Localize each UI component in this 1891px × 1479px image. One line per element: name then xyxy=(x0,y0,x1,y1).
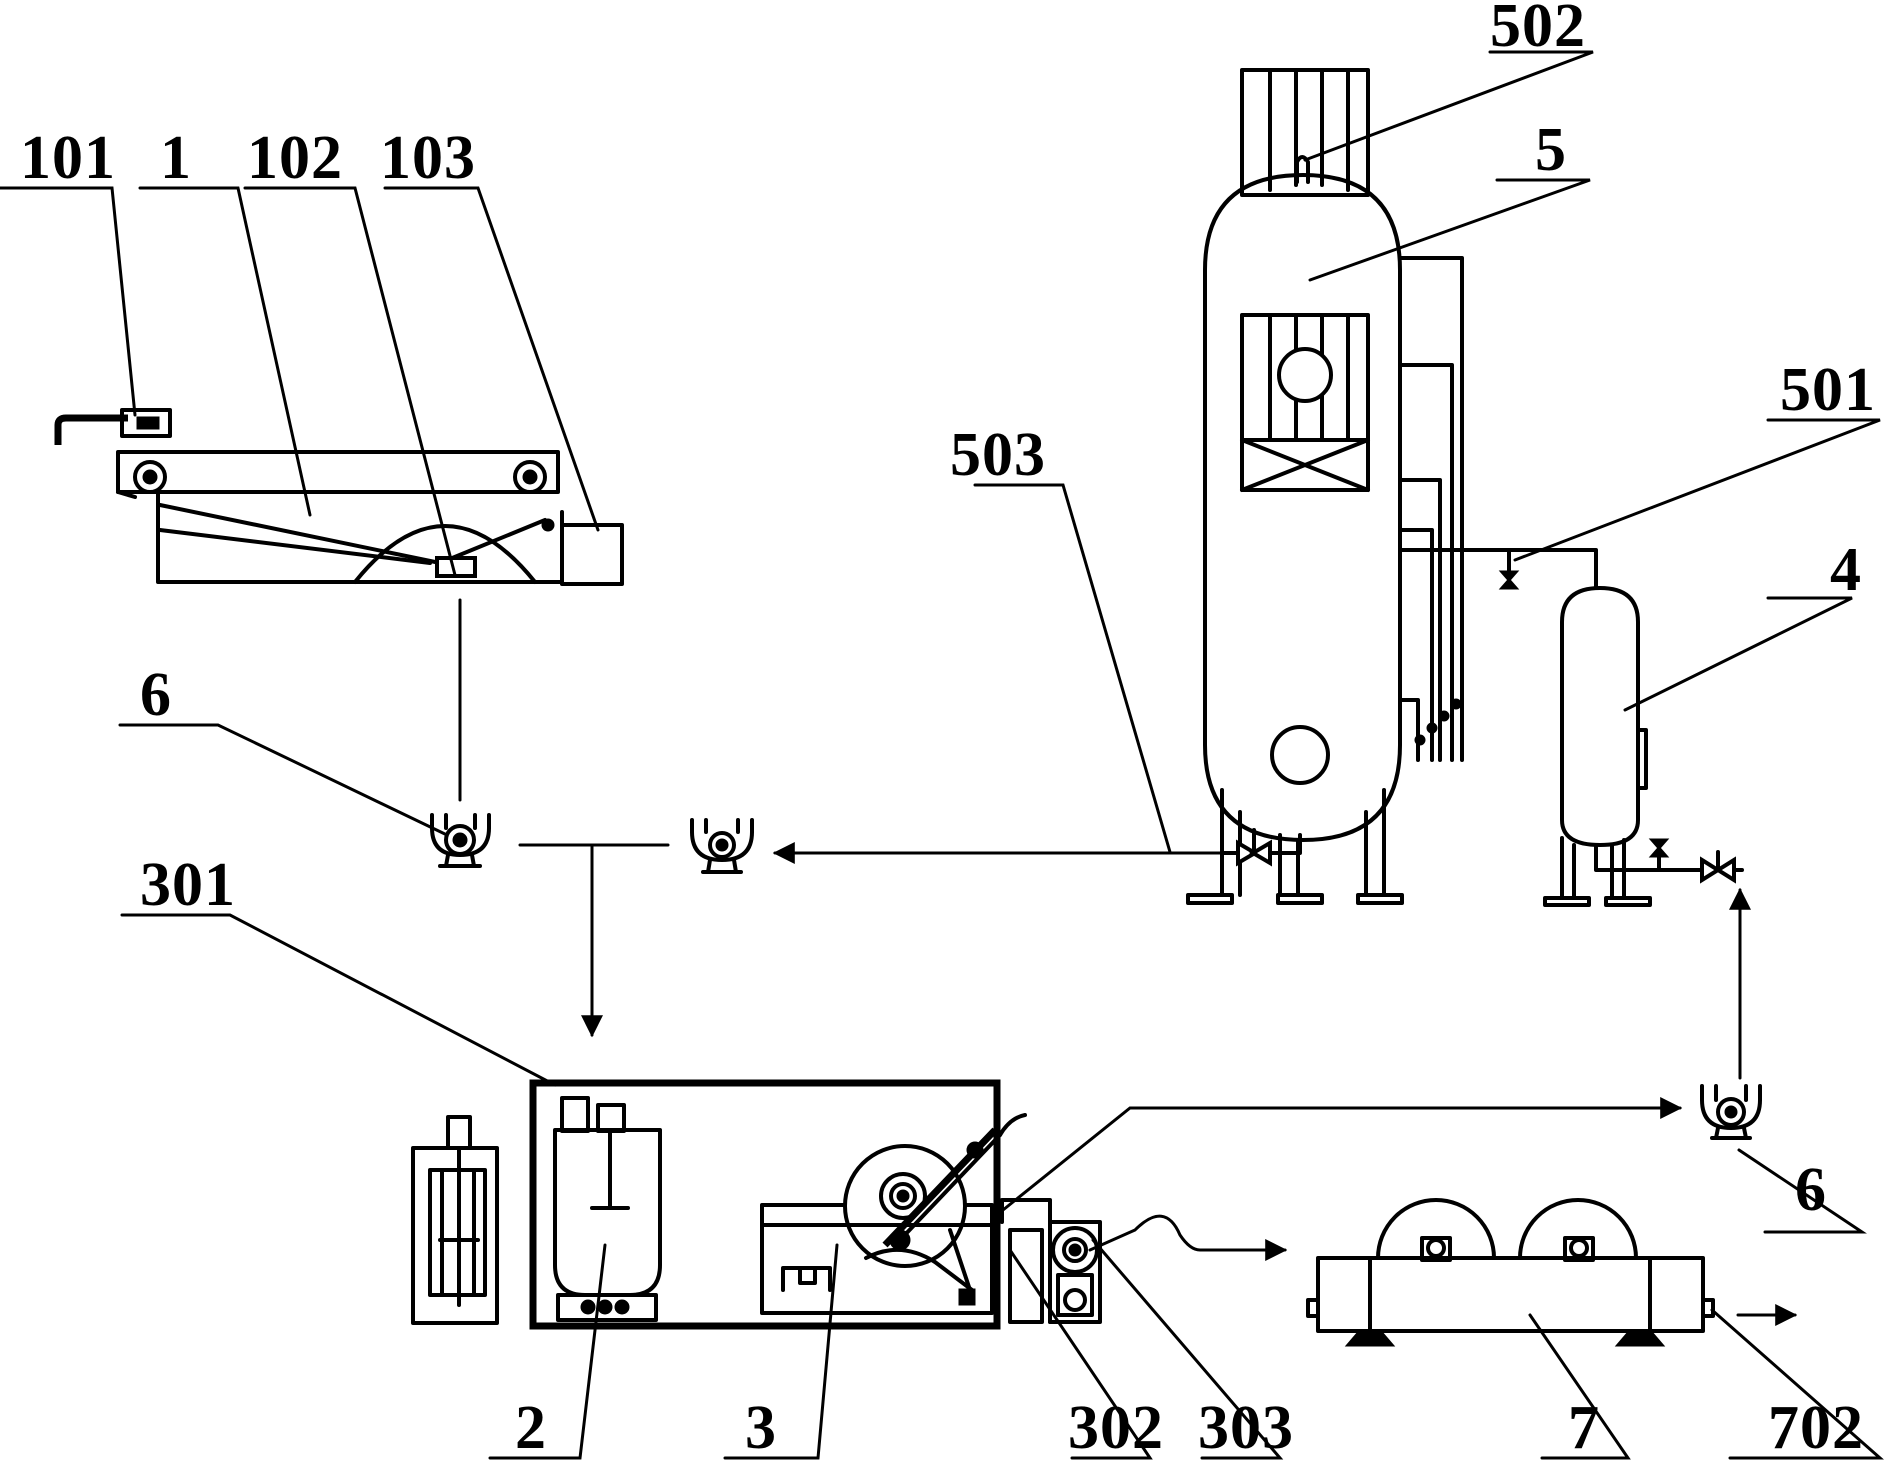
label-301: 301 xyxy=(140,851,236,919)
label-702: 702 xyxy=(1768,1394,1864,1462)
leader-lines xyxy=(0,50,1884,1460)
label-103: 103 xyxy=(380,124,476,192)
vessel-4 xyxy=(1543,586,1744,907)
vessel-5 xyxy=(1186,68,1598,905)
label-7: 7 xyxy=(1568,1394,1600,1462)
label-102: 102 xyxy=(247,124,343,192)
pump-6-left xyxy=(430,813,491,868)
belt-filter-unit-1 xyxy=(54,408,624,802)
mixing-tank-2 xyxy=(553,1096,662,1322)
label-101: 101 xyxy=(20,124,116,192)
dryer-7 xyxy=(1306,1198,1715,1347)
main-cabinet xyxy=(529,1079,1001,1330)
label-5: 5 xyxy=(1535,116,1567,184)
label-302: 302 xyxy=(1068,1394,1164,1462)
label-3: 3 xyxy=(745,1394,777,1462)
label-2: 2 xyxy=(515,1394,547,1462)
label-502: 502 xyxy=(1490,0,1586,60)
flow-lines xyxy=(518,842,1798,1326)
labels: 101 1 102 103 502 5 501 503 4 6 301 6 2 … xyxy=(20,0,1876,1462)
label-6-left: 6 xyxy=(140,661,172,729)
label-501: 501 xyxy=(1780,356,1876,424)
dosing-unit xyxy=(411,1115,499,1325)
pump-mid xyxy=(690,818,754,874)
label-6-right: 6 xyxy=(1795,1156,1827,1224)
filter-press-3 xyxy=(760,1113,1027,1315)
pump-6-right xyxy=(1700,1084,1762,1140)
label-4: 4 xyxy=(1830,536,1862,604)
unit-302-303 xyxy=(1000,1198,1102,1324)
label-303: 303 xyxy=(1198,1394,1294,1462)
label-503: 503 xyxy=(950,421,1046,489)
label-1: 1 xyxy=(160,124,192,192)
